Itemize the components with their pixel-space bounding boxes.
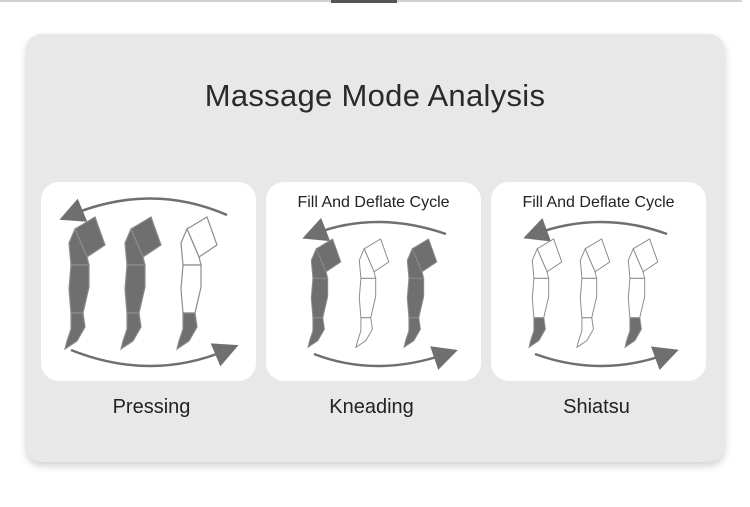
leg-wrap-icon (403, 238, 438, 349)
cycle-arrow-icon (302, 217, 447, 242)
mode-label-shiatsu: Shiatsu (563, 396, 630, 418)
kneading-diagram (302, 217, 458, 370)
leg-wrap-icon (120, 216, 162, 351)
mode-label-pressing: Pressing (112, 396, 191, 418)
cycle-arrow-icon (523, 217, 668, 242)
leg-wrap-icon (528, 238, 563, 349)
leg-wrap-icon (64, 216, 106, 351)
leg-wrap-icon (307, 238, 342, 349)
mode-caption: Fill And Deflate Cycle (522, 194, 675, 211)
leg-wrap-icon (624, 238, 659, 349)
leg-wrap-icon (355, 238, 390, 349)
mode-label-kneading: Kneading (329, 396, 414, 418)
page-title: Massage Mode Analysis (204, 78, 546, 113)
mode-card-shiatsu: Fill And Deflate Cycle (491, 182, 706, 381)
leg-wrap-icon (176, 216, 218, 351)
pressing-diagram (59, 197, 239, 368)
mode-card-pressing (41, 182, 256, 381)
cycle-arrow-icon (70, 343, 239, 368)
cycle-arrow-icon (59, 197, 228, 222)
active-tab-indicator (331, 0, 397, 3)
cycle-arrow-icon (313, 346, 458, 370)
leg-wrap-icon (576, 238, 611, 349)
shiatsu-diagram (523, 217, 679, 371)
cycle-arrow-icon (534, 346, 679, 371)
mode-caption: Fill And Deflate Cycle (297, 194, 450, 211)
mode-card-kneading: Fill And Deflate Cycle (266, 182, 481, 381)
